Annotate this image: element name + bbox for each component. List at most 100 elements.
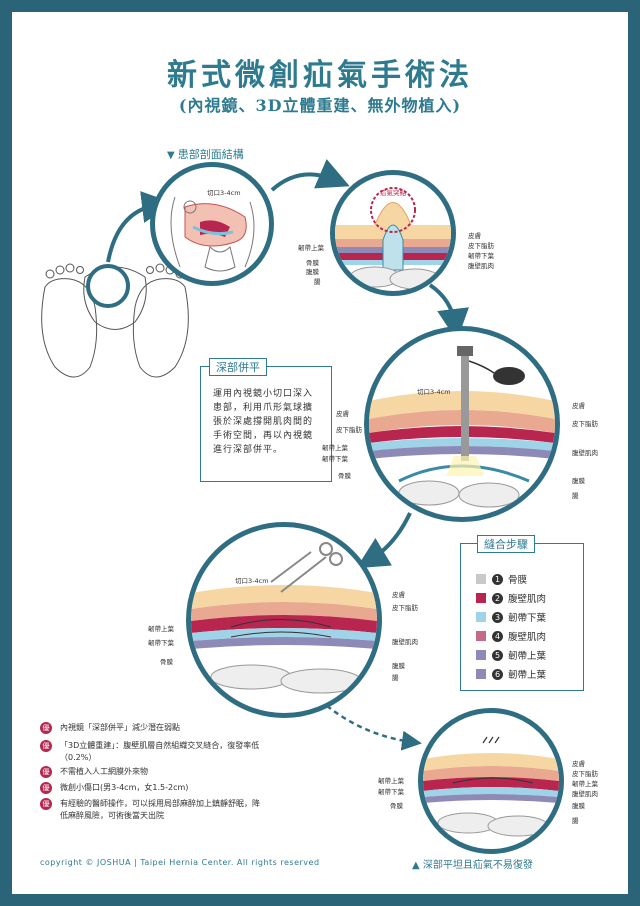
legend-swatch [476,631,486,641]
c2-label-right-2: 韌帶下葉 [468,252,494,260]
step-number: 2 [492,592,503,604]
step-number: 4 [492,630,503,642]
c4-label-left-0: 韌帶上葉 [148,625,174,633]
c2-label-left-0: 韌帶上葉 [298,244,324,252]
section-label: ▼患部剖面結構 [167,146,244,162]
c3-label-left-4: 骨膜 [338,472,351,480]
anatomy-overview-drawing [170,196,255,272]
hernia-layers-drawing [335,187,451,290]
result-caption: ▲ 深部平坦且疝氣不易復發 [412,856,533,871]
c2-label-left-1: 骨膜 [306,259,319,267]
circle-hernia-cross-section: 疝氣突點 [330,170,456,296]
c4-label-right-3: 腹膜 [392,662,405,670]
c3-label-left-2: 韌帶上葉 [322,444,348,452]
circle-suture-procedure: 切口3-4cm [186,522,382,718]
legend-label: 韌帶上葉 [508,670,547,681]
legend-label: 骨膜 [508,575,528,586]
legend-item: 1 骨膜 [476,572,527,586]
advantage-text: 內視鏡「深部併平」減少潛在弱點 [60,723,180,732]
c2-label-left-3: 腸 [314,278,321,286]
advantage-item: 優「3D立體重建」：腹壁肌層自然組織交叉縫合，復發率低（0.2%） [40,740,260,764]
legend-swatch [476,593,486,603]
c4-label-right-1: 皮下脂肪 [392,604,418,612]
legend-title: 縫合步驟 [477,535,535,553]
arrow-5 [319,699,422,751]
arrow-4 [356,512,412,569]
advantage-badge: 優 [40,766,52,778]
hernia-point-label: 疝氣突點 [380,189,406,197]
c2-label-right-0: 皮膚 [468,232,481,240]
advantage-badge: 優 [40,740,52,752]
suture-drawing [191,542,377,694]
arrow-3 [428,283,469,341]
legend-swatch [476,612,486,622]
advantage-text: 有經驗的醫師操作，可以採用局部麻醉加上鎮靜舒眠，降低麻醉風險，可術後當天出院 [60,799,260,820]
endoscope-drawing [369,346,555,508]
page-title: 新式微創疝氣手術法 [167,58,473,93]
step-number: 3 [492,611,503,623]
callout-title: 深部併平 [209,358,267,376]
legend-swatch [476,669,486,679]
c5-label-right-1: 皮下脂肪 [572,770,598,778]
arrow-1 [106,191,174,263]
step-number: 1 [492,573,503,585]
advantage-badge: 優 [40,722,52,734]
c5-label-right-5: 腸 [572,817,579,825]
page-subtitle: (內視鏡、3D立體重建、無外物植入) [178,96,462,115]
advantage-text: 「3D立體重建」：腹壁肌層自然組織交叉縫合，復發率低（0.2%） [60,741,260,762]
c3-label-right-1: 皮下脂肪 [572,420,598,428]
step-number: 5 [492,649,503,661]
c3-label-right-0: 皮膚 [572,402,585,410]
c4-label-right-2: 腹壁肌肉 [392,638,418,646]
c5-label-left-2: 骨膜 [390,802,403,810]
advantage-item: 優微創小傷口(男3-4cm，女1.5-2cm) [40,782,260,794]
c5-label-left-0: 韌帶上葉 [378,777,404,785]
advantage-text: 不需植入人工網膜外來物 [60,767,148,776]
legend-label: 腹壁肌肉 [508,594,547,605]
advantage-item: 優有經驗的醫師操作，可以採用局部麻醉加上鎮靜舒眠，降低麻醉風險，可術後當天出院 [40,798,260,822]
triangle-down-icon: ▼ [167,150,175,161]
circle-anatomy-overview: 切口3-4cm [150,162,274,286]
c3-incision-label: 切口3-4cm [417,388,451,396]
legend-item: 4 腹壁肌肉 [476,629,546,643]
c3-label-left-1: 皮下脂肪 [336,426,362,434]
triangle-up-icon: ▲ [412,860,420,871]
advantage-badge: 優 [40,782,52,794]
legend-item: 2 腹壁肌肉 [476,591,546,605]
step-number: 6 [492,668,503,680]
c3-label-left-3: 韌帶下葉 [322,455,348,463]
c3-label-right-3: 腹膜 [572,477,585,485]
c5-label-right-2: 韌帶上葉 [572,780,598,788]
c4-label-right-4: 腸 [392,674,399,682]
advantage-item: 優內視鏡「深部併平」減少潛在弱點 [40,722,260,734]
c4-label-right-0: 皮膚 [392,591,405,599]
advantage-text: 微創小傷口(男3-4cm，女1.5-2cm) [60,783,189,792]
advantage-item: 優不需植入人工網膜外來物 [40,766,260,778]
arrow-2 [270,158,350,192]
c4-label-left-1: 韌帶下葉 [148,639,174,647]
section-label-text: 患部剖面結構 [177,148,244,161]
legend-item: 5 韌帶上葉 [476,648,546,662]
zoom-circle-small [86,264,130,308]
incision-label: 切口3-4cm [207,189,241,197]
legend-label: 韌帶下葉 [508,613,547,624]
deep-flatten-callout: 深部併平 運用內視鏡小切口深入患部，利用爪形氣球擴張於深處撐開肌肉間的手術空間，… [200,358,332,482]
legend-label: 韌帶上葉 [508,651,547,662]
legend-swatch [476,650,486,660]
legend-item: 3 韌帶下葉 [476,610,546,624]
legend-item: 6 韌帶上葉 [476,667,546,681]
circle-result [418,708,564,854]
advantage-badge: 優 [40,798,52,810]
result-drawing [423,736,559,837]
c5-label-right-0: 皮膚 [572,760,585,768]
c3-label-right-4: 腸 [572,492,579,500]
c2-label-right-1: 皮下脂肪 [468,242,494,250]
c2-label-right-3: 腹壁肌肉 [468,262,494,270]
copyright-footer: copyright © JOSHUA | Taipei Hernia Cente… [40,858,320,867]
c3-label-left-0: 皮膚 [336,410,349,418]
c5-label-right-4: 腹膜 [572,802,585,810]
c2-label-left-2: 腹膜 [306,268,319,276]
callout-text: 運用內視鏡小切口深入患部，利用爪形氣球擴張於深處撐開肌肉間的手術空間，再以內視鏡… [213,389,314,455]
legend-label: 腹壁肌肉 [508,632,547,643]
legend-swatch [476,574,486,584]
